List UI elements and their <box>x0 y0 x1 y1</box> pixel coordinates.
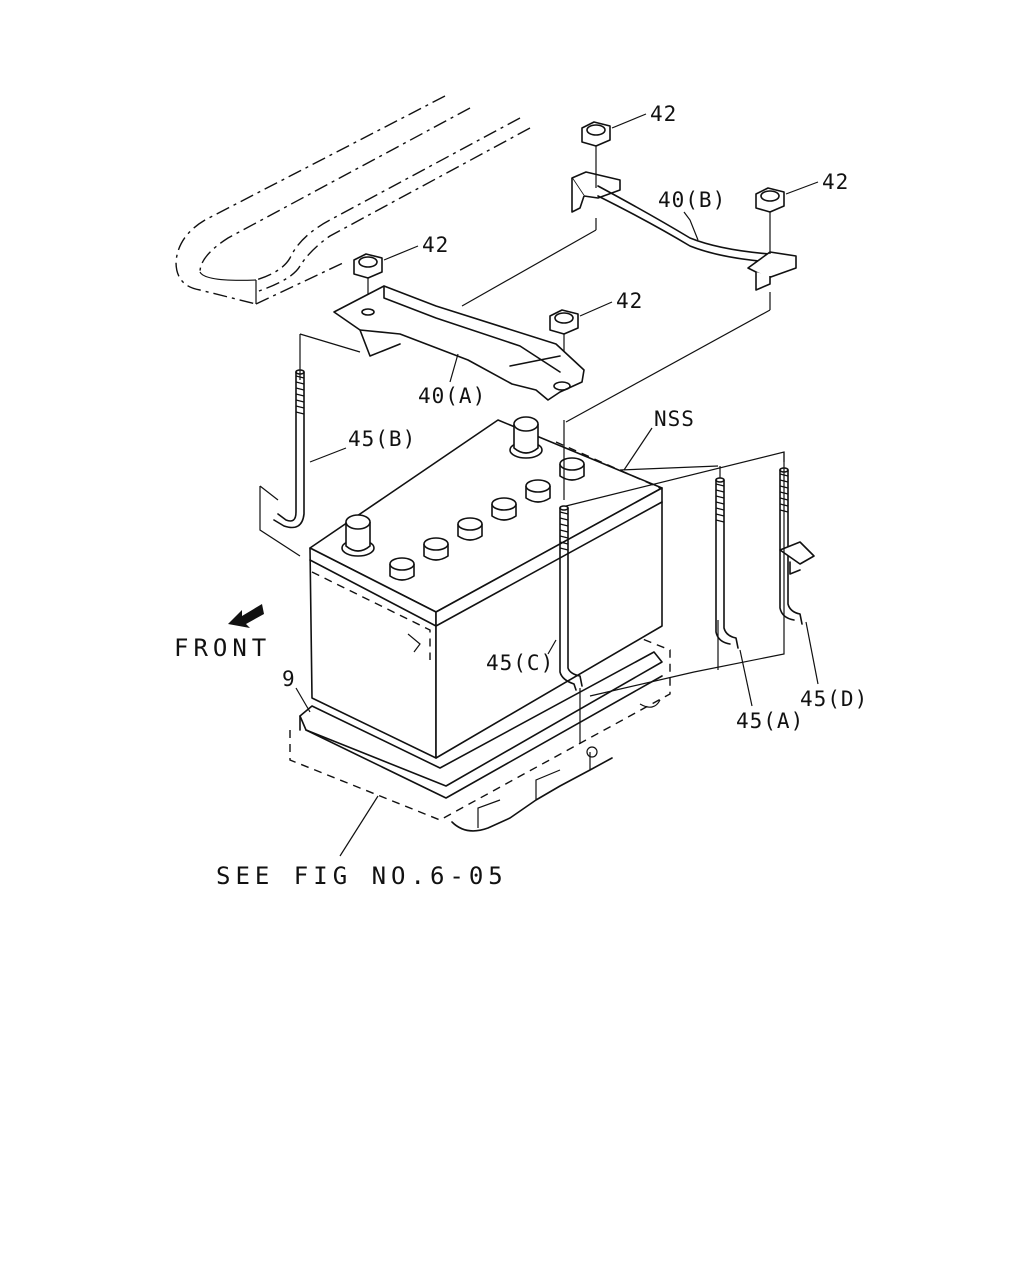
guide-line <box>619 465 719 471</box>
battery-terminal-positive <box>341 514 375 557</box>
guide-line <box>589 452 785 697</box>
label-front: FRONT <box>174 634 271 662</box>
battery-terminal-negative <box>509 416 543 459</box>
nut-left <box>353 253 383 300</box>
label-nss: NSS <box>654 407 695 431</box>
label-nut-center: 42 <box>616 289 643 313</box>
bolt-45d <box>779 467 815 625</box>
cell-caps <box>389 457 585 581</box>
label-nut-right: 42 <box>822 170 849 194</box>
frame-rail <box>175 95 531 305</box>
label-bracket-40a: 40(A) <box>418 384 486 408</box>
battery <box>309 416 663 759</box>
label-bolt-45a: 45(A) <box>736 709 804 733</box>
label-bolt-45d: 45(D) <box>800 687 868 711</box>
leader-lines <box>295 113 819 857</box>
bracket-40b <box>571 171 797 291</box>
label-bolt-45b: 45(B) <box>348 427 416 451</box>
bolt-45c <box>559 420 583 744</box>
bolt-45a <box>715 466 739 649</box>
battery-tray <box>289 637 671 832</box>
nut-right <box>755 187 785 254</box>
label-bracket-40b: 40(B) <box>658 188 726 212</box>
label-bolt-45c: 45(C) <box>486 651 554 675</box>
bracket-guide-line <box>461 229 597 307</box>
bracket-guide-line <box>565 309 771 423</box>
label-nut-left: 42 <box>422 233 449 257</box>
label-see-fig: SEE FIG NO.6-05 <box>216 862 508 890</box>
label-tray: 9 <box>282 667 296 691</box>
front-arrow-icon <box>228 604 264 628</box>
nut-top <box>581 121 611 188</box>
bolt-45b <box>259 369 305 557</box>
label-nut-top: 42 <box>650 102 677 126</box>
bracket-40a <box>299 285 585 401</box>
